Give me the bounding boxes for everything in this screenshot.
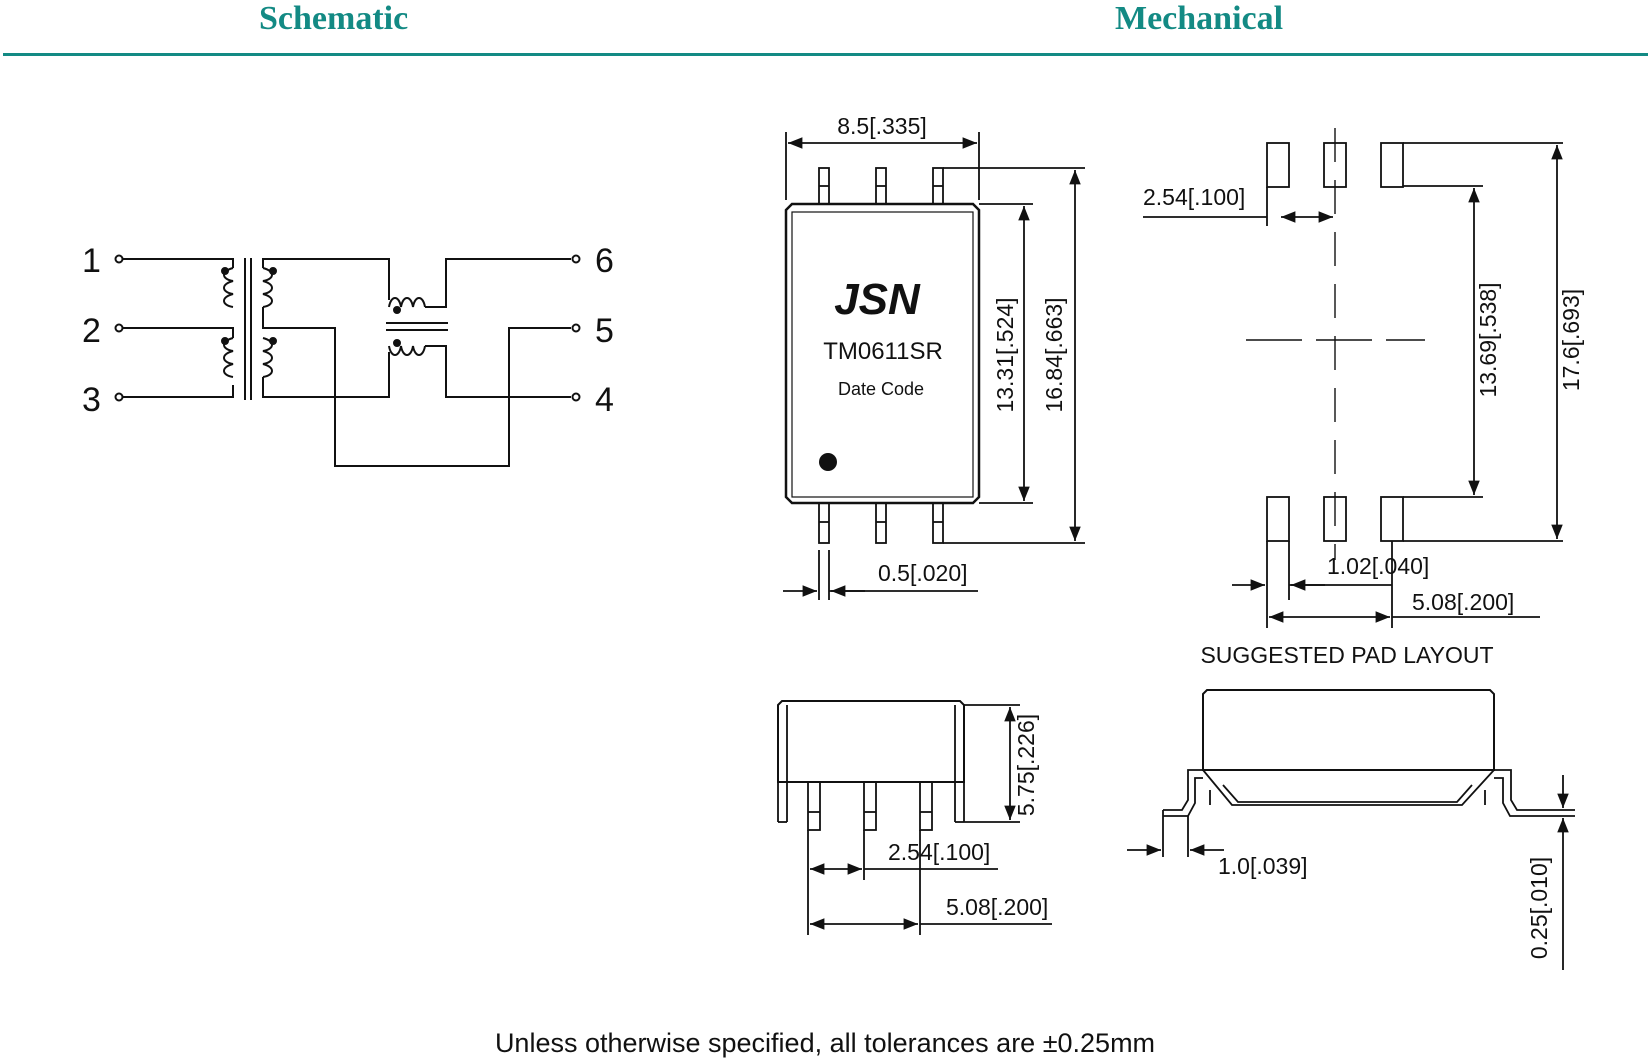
dim-side-span: 5.08[.200] bbox=[946, 894, 1048, 920]
pad-layout bbox=[1143, 128, 1563, 628]
dim-lead-length: 1.0[.039] bbox=[1218, 853, 1308, 879]
pin-label-2: 2 bbox=[82, 312, 101, 350]
pin-label-5: 5 bbox=[595, 312, 614, 350]
dim-side-height: 5.75[.226] bbox=[1013, 714, 1039, 816]
schematic-diagram bbox=[114, 254, 581, 467]
dim-pin-width: 0.5[.020] bbox=[878, 560, 968, 586]
pin-label-3: 3 bbox=[82, 381, 101, 419]
dim-pad-row: 5.08[.200] bbox=[1412, 589, 1514, 615]
dim-side-pitch: 2.54[.100] bbox=[888, 839, 990, 865]
dim-pad-pitch: 2.54[.100] bbox=[1143, 184, 1245, 210]
pin-label-1: 1 bbox=[82, 242, 101, 280]
schematic-heading: Schematic bbox=[259, 0, 409, 37]
logo-text: JSN bbox=[834, 275, 921, 324]
mechanical-heading: Mechanical bbox=[1115, 0, 1284, 37]
header-rule bbox=[3, 53, 1648, 56]
pin-label-4: 4 bbox=[595, 381, 614, 419]
end-view bbox=[1127, 689, 1575, 970]
dim-body-height: 13.31[.524] bbox=[992, 297, 1018, 412]
dim-pad-span: 13.69[.538] bbox=[1475, 282, 1501, 397]
part-number: TM0611SR bbox=[823, 338, 943, 365]
dim-pad-total: 17.6[.693] bbox=[1558, 289, 1584, 391]
side-view bbox=[777, 700, 1052, 935]
dim-overall-height: 16.84[.663] bbox=[1041, 297, 1067, 412]
tolerance-note: Unless otherwise specified, all toleranc… bbox=[494, 1028, 1156, 1058]
pad-layout-label: SUGGESTED PAD LAYOUT bbox=[1200, 642, 1493, 668]
date-code: Date Code bbox=[838, 379, 924, 399]
pin-label-6: 6 bbox=[595, 242, 614, 280]
dim-body-width: 8.5[.335] bbox=[837, 113, 927, 139]
dim-pad-width: 1.02[.040] bbox=[1327, 553, 1429, 579]
top-view bbox=[783, 132, 1085, 600]
dim-standoff: 0.25[.010] bbox=[1526, 857, 1552, 959]
